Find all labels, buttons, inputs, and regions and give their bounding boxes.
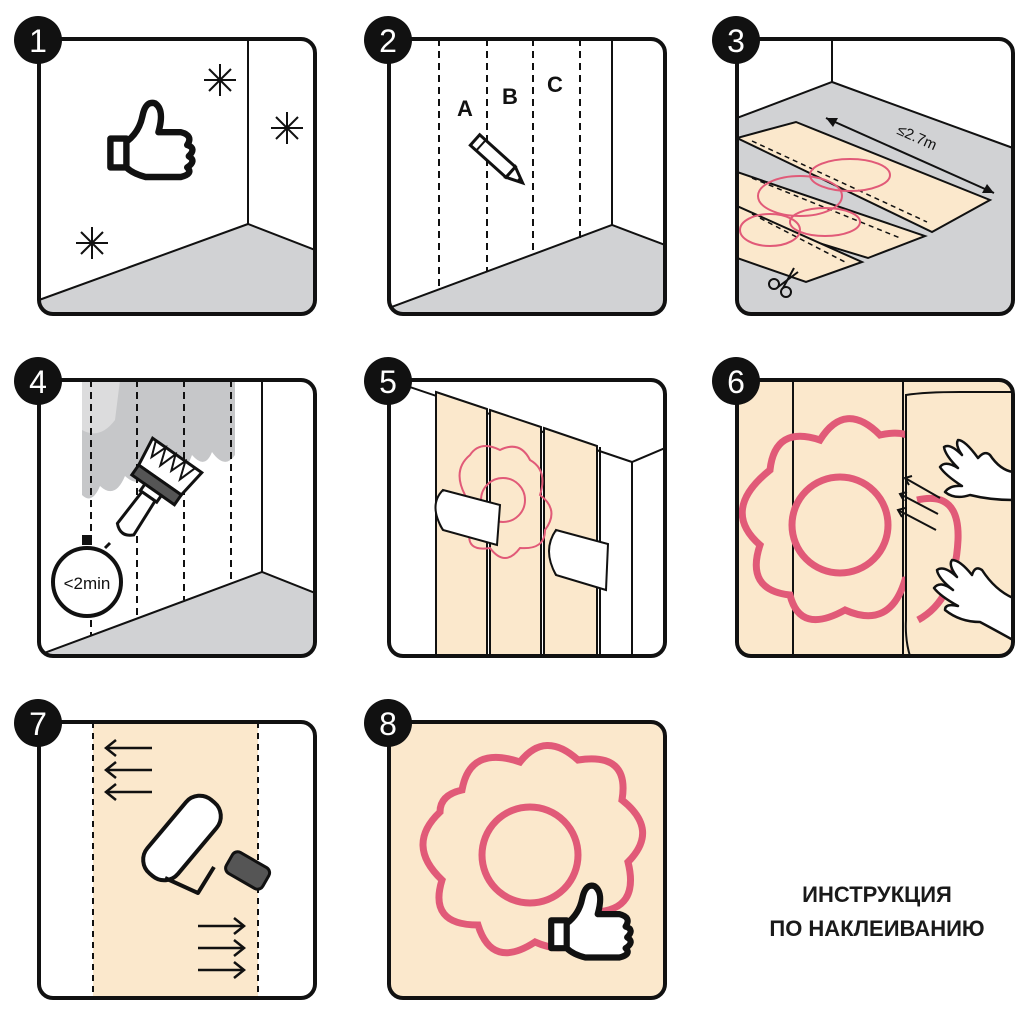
arrow-icon xyxy=(896,475,941,531)
step-1-panel: 1 xyxy=(14,16,317,316)
step-3-panel: ≤2.7m 3 xyxy=(712,16,1015,316)
hand-icon xyxy=(932,558,1013,642)
step-7-badge xyxy=(14,699,62,747)
step-2-panel: A B C 2 xyxy=(364,16,667,316)
hand-icon xyxy=(938,438,1013,502)
timer-label: <2min xyxy=(64,574,111,593)
step-6-number: 6 xyxy=(727,364,745,400)
stopwatch-icon: <2min xyxy=(51,535,123,618)
step-8-panel: 8 xyxy=(364,699,667,1000)
instruction-caption: ИНСТРУКЦИЯ ПО НАКЛЕИВАНИЮ xyxy=(742,878,1012,946)
step-3-number: 3 xyxy=(727,23,745,59)
step-5-badge xyxy=(364,357,412,405)
step-4-panel: <2min 4 xyxy=(14,357,317,658)
column-label-a: A xyxy=(457,96,473,121)
wallpaper-strip-icon xyxy=(434,488,610,592)
step-2-badge xyxy=(364,16,412,64)
step-1-badge xyxy=(14,16,62,64)
caption-line-1: ИНСТРУКЦИЯ xyxy=(802,882,952,907)
step-7-panel: 7 xyxy=(14,699,317,1000)
column-label-c: C xyxy=(547,72,563,97)
step-8-number: 8 xyxy=(379,706,397,742)
scissors-icon xyxy=(768,267,799,298)
step-8-badge xyxy=(364,699,412,747)
step-5-number: 5 xyxy=(379,364,397,400)
step-4-number: 4 xyxy=(29,364,47,400)
step-5-panel: 5 xyxy=(364,357,667,658)
roller-icon xyxy=(141,793,272,895)
step-6-badge xyxy=(712,357,760,405)
step-4-badge xyxy=(14,357,62,405)
step-2-number: 2 xyxy=(379,23,397,59)
step-6-panel: 6 xyxy=(712,357,1015,658)
step-7-number: 7 xyxy=(29,706,47,742)
caption-line-2: ПО НАКЛЕИВАНИЮ xyxy=(769,916,985,941)
step-3-badge xyxy=(712,16,760,64)
step-1-number: 1 xyxy=(29,23,47,59)
column-label-b: B xyxy=(502,84,518,109)
arrow-icon xyxy=(103,739,152,801)
pencil-icon xyxy=(468,132,526,186)
brush-icon xyxy=(115,436,205,537)
arrow-icon xyxy=(198,917,247,979)
wallpaper-strip-icon xyxy=(737,120,993,284)
